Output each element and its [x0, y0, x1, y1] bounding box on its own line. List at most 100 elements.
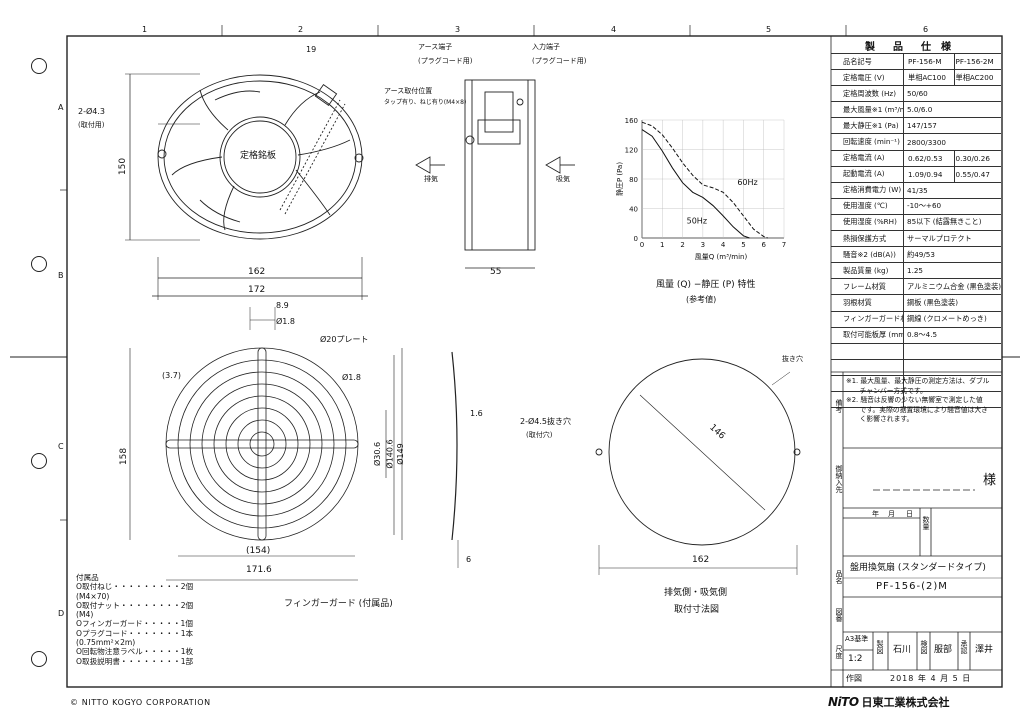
spec-value: 0.8〜4.5: [907, 330, 938, 340]
spec-row: 使用温度 (℃)-10〜+60: [831, 198, 1001, 215]
spec-row: 取付可能板厚 (mm)0.8〜4.5: [831, 327, 1001, 344]
drafter-name: 石川: [893, 645, 912, 655]
row-marker: D: [58, 609, 65, 618]
row-marker: A: [58, 103, 64, 112]
spec-value: 147/157: [907, 121, 937, 131]
product-name: 盤用換気扇 (スタンダードタイプ): [850, 563, 986, 573]
x-tick-label: 0: [640, 241, 644, 249]
spec-header-2: 品: [893, 41, 903, 53]
spec-row: 定格周波数 (Hz)50/60: [831, 86, 1001, 103]
product-model: PF-156-(2)M: [876, 581, 948, 592]
row-marker: B: [58, 271, 64, 280]
spec-key: 定格周波数 (Hz): [831, 86, 904, 102]
spec-value-part: PF-156-M: [907, 54, 955, 70]
spec-header: 製 品 仕 様: [831, 37, 1001, 54]
spec-value: 約49/53: [907, 249, 935, 259]
accessory-item: O回転物注意ラベル・・・・・1枚: [76, 647, 194, 657]
spec-row: [831, 375, 1001, 392]
column-marker: 6: [923, 25, 929, 34]
binder-hole: [31, 651, 47, 667]
column-marker: 3: [455, 25, 461, 34]
binder-hole: [31, 453, 47, 469]
exhaust-label: 排気: [424, 175, 438, 183]
scale-label: 尺度: [835, 645, 843, 659]
copyright: © NITTO KOGYO CORPORATION: [70, 698, 211, 707]
spec-value: 1.25: [907, 266, 924, 276]
spec-row: 羽根材質鋼板 (黒色塗装): [831, 295, 1001, 312]
spec-key: [831, 391, 904, 408]
plate-label: Ø20プレート: [320, 335, 369, 344]
spec-key: [831, 375, 904, 391]
spec-value: [904, 360, 1001, 375]
input-terminal-sub: (プラグコード用): [532, 57, 587, 65]
y-tick-label: 80: [629, 176, 638, 184]
dim-1-6: 1.6: [470, 409, 483, 418]
approve-label: 承認: [960, 640, 968, 654]
spec-row: [831, 359, 1001, 376]
spec-key: 使用温度 (℃): [831, 198, 904, 214]
spec-row: フィンガーガード材質鋼線 (クロメートめっき): [831, 311, 1001, 328]
remark-line: チャンバー方式です。: [846, 386, 927, 395]
y-tick-label: 120: [625, 147, 638, 155]
dim-8-9: 8.9: [276, 301, 289, 310]
accessories-title: 付属品: [76, 573, 99, 582]
created-label: 作図: [846, 674, 862, 683]
dim-19: 19: [306, 45, 317, 54]
binder-hole: [31, 256, 47, 272]
chart-subtitle: (参考値): [686, 295, 717, 304]
x-axis-label: 風量Q (m³/min): [695, 253, 748, 261]
intake-label: 吸気: [556, 175, 570, 183]
spec-row: 最大風量※1 (m³/min)5.0/6.0: [831, 102, 1001, 119]
spec-value: 鋼線 (クロメートめっき): [907, 314, 987, 324]
earth-terminal-label: アース端子: [418, 43, 453, 51]
dim-phi140-6: Ø140.6: [385, 439, 395, 469]
column-marker: 2: [298, 25, 304, 34]
spec-value: -10〜+60: [907, 201, 942, 211]
spec-row: 定格消費電力 (W)41/35: [831, 182, 1001, 199]
spec-key: [831, 359, 904, 375]
spec-key: 最大風量※1 (m³/min): [831, 102, 904, 118]
x-tick-label: 7: [782, 241, 786, 249]
series-line: [641, 121, 768, 239]
dim-phi1-8-top: Ø1.8: [276, 317, 296, 326]
column-marker: 5: [766, 25, 772, 34]
guard-caption: フィンガーガード (付属品): [284, 599, 393, 609]
spec-key: 熱損保護方式: [831, 231, 904, 247]
qty-label: 数量: [922, 516, 930, 530]
series-line: [641, 129, 750, 239]
binder-hole: [31, 58, 47, 74]
x-tick-label: 2: [680, 241, 684, 249]
spec-key: 起動電流 (A): [831, 166, 904, 182]
cutout-hole-note: (取付穴): [526, 431, 553, 439]
column-marker: 1: [142, 25, 148, 34]
dim-162-cutout: 162: [692, 555, 710, 565]
dim-158: 158: [119, 447, 130, 466]
spec-header-1: 製: [865, 41, 875, 53]
cutout-caption-1: 排気側・吸気側: [664, 588, 728, 598]
logo-mark: NiTO: [828, 695, 859, 709]
spec-key: 定格消費電力 (W): [831, 182, 904, 198]
spec-key: 品名記号: [831, 54, 904, 70]
spec-value-part: 1.09/0.94: [907, 166, 955, 182]
spec-row: 熱損保護方式サーマルプロテクト: [831, 231, 1001, 248]
spec-key: 製品質量 (kg): [831, 263, 904, 279]
spec-value-part: PF-156-2M: [955, 57, 994, 67]
accessory-item: Oフィンガーガード・・・・・1個: [76, 619, 193, 629]
spec-value: サーマルプロテクト: [907, 233, 972, 243]
earth-mount-label: アース取付位置: [384, 87, 433, 95]
spec-key: 定格電圧 (V): [831, 70, 904, 86]
spec-value-part: 0.55/0.47: [955, 169, 990, 179]
draft-label: 製図: [876, 640, 884, 654]
cutout-caption-2: 取付寸法図: [674, 605, 720, 615]
spec-value-part: 単相AC200: [955, 72, 994, 82]
created-date: 2018 年 4 月 5 日: [890, 674, 972, 683]
dim-162: 162: [248, 267, 266, 277]
spec-value: [904, 344, 1001, 359]
